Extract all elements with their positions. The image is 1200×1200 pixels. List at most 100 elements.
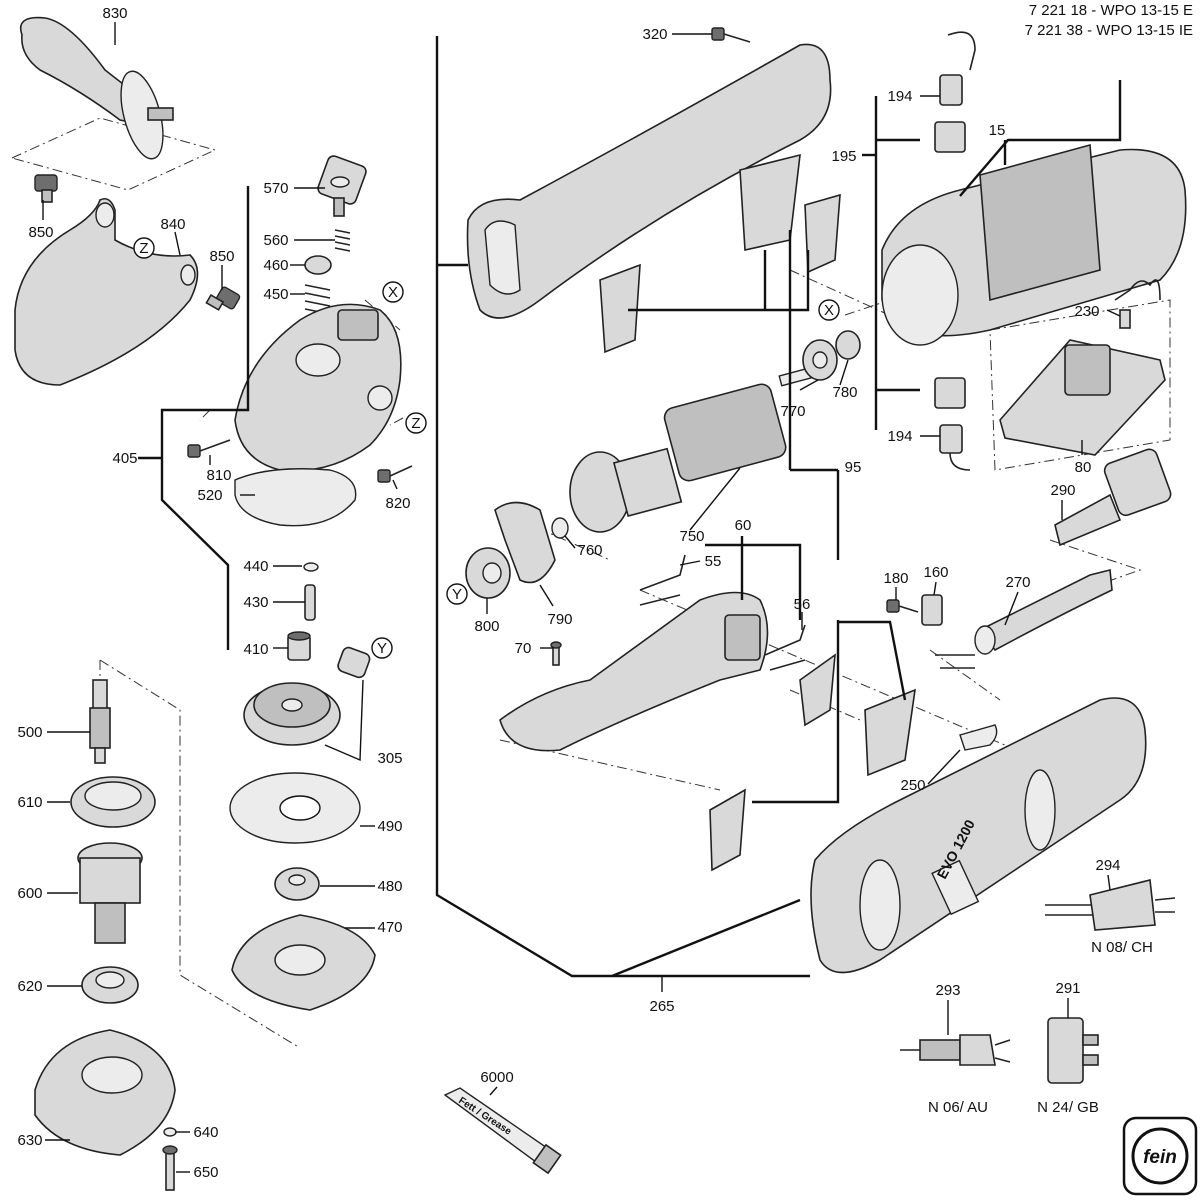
part-410-bushing <box>287 631 311 661</box>
label-56: 56 <box>794 596 811 613</box>
part-640-washer <box>163 1127 177 1137</box>
label-250: 250 <box>900 777 925 794</box>
label-230: 230 <box>1074 303 1099 320</box>
label-293: 293 <box>935 982 960 999</box>
part-160-clamp <box>921 594 943 626</box>
part-291-plug-gb <box>1047 1017 1099 1084</box>
part-760-ring <box>551 517 569 539</box>
label-320: 320 <box>642 26 667 43</box>
svg-text:Y: Y <box>377 640 387 657</box>
part-294-plug-ch <box>1045 879 1176 931</box>
part-850-screw-top <box>34 174 58 203</box>
label-560: 560 <box>263 232 288 249</box>
label-790: 790 <box>547 611 572 628</box>
label-194-upper: 194 <box>887 88 912 105</box>
label-305: 305 <box>377 750 402 767</box>
label-850-side: 850 <box>209 248 234 265</box>
part-480-bearing <box>274 867 320 901</box>
label-760: 760 <box>577 542 602 559</box>
label-640: 640 <box>193 1124 218 1141</box>
label-460: 460 <box>263 257 288 274</box>
part-180-screw <box>886 599 919 613</box>
label-630: 630 <box>17 1132 42 1149</box>
part-600-hub <box>77 842 143 944</box>
part-800-bearing <box>465 547 511 599</box>
model-number-line-1: 7 221 18 - WPO 13-15 E <box>1029 2 1193 19</box>
part-305-gear-set <box>243 646 371 746</box>
part-840-guard <box>14 197 199 386</box>
part-520-gasket <box>234 468 357 527</box>
label-95: 95 <box>845 459 862 476</box>
label-470: 470 <box>377 919 402 936</box>
label-15: 15 <box>989 122 1006 139</box>
part-270-cable-sleeve <box>935 568 1113 669</box>
part-440-ring <box>303 562 319 572</box>
svg-text:X: X <box>824 302 834 319</box>
label-610: 610 <box>17 794 42 811</box>
label-195: 195 <box>831 148 856 165</box>
label-450: 450 <box>263 286 288 303</box>
part-55-56-clips <box>639 554 806 671</box>
marker-y-bearing: Y <box>446 583 468 605</box>
group-bracket-lines <box>138 36 1122 978</box>
label-265: 265 <box>649 998 674 1015</box>
svg-text:X: X <box>388 284 398 301</box>
label-194-lower: 194 <box>887 428 912 445</box>
label-780: 780 <box>832 384 857 401</box>
part-610-seal <box>70 776 156 828</box>
label-770: 770 <box>780 403 805 420</box>
part-number-labels: 830 850 840 850 570 560 460 450 405 810 … <box>17 5 1120 1181</box>
label-270: 270 <box>1005 574 1030 591</box>
label-440: 440 <box>243 558 268 575</box>
label-294: 294 <box>1095 857 1120 874</box>
part-70-screw <box>550 641 562 666</box>
label-600: 600 <box>17 885 42 902</box>
label-820: 820 <box>385 495 410 512</box>
fein-logo-icon: fein <box>1122 1116 1198 1196</box>
leader-lines <box>42 22 1121 1173</box>
part-630-base-housing <box>34 1029 176 1156</box>
part-insert-plates <box>599 153 841 354</box>
part-500-spindle <box>89 679 111 764</box>
part-560-spring <box>334 229 351 252</box>
marker-x-gearhead: X <box>382 281 404 303</box>
label-430: 430 <box>243 594 268 611</box>
svg-text:Z: Z <box>411 415 420 432</box>
part-570-lock-button <box>317 155 367 217</box>
marker-z-guard: Z <box>133 237 155 259</box>
label-70: 70 <box>515 640 532 657</box>
part-armature <box>569 367 812 533</box>
plug-variant-au: N 06/ AU <box>928 1099 988 1116</box>
label-405: 405 <box>112 450 137 467</box>
label-490: 490 <box>377 818 402 835</box>
part-60-handle-frame <box>499 591 769 752</box>
label-650: 650 <box>193 1164 218 1181</box>
grease-tube-label: Fett / Grease <box>456 1095 513 1137</box>
part-850-screw-side <box>205 286 241 311</box>
model-number-line-2: 7 221 38 - WPO 13-15 IE <box>1025 22 1193 39</box>
label-810: 810 <box>206 467 231 484</box>
label-6000: 6000 <box>480 1069 513 1086</box>
label-410: 410 <box>243 641 268 658</box>
part-470-flange <box>231 914 376 1011</box>
label-290: 290 <box>1050 482 1075 499</box>
label-80: 80 <box>1075 459 1092 476</box>
label-570: 570 <box>263 180 288 197</box>
plug-variant-ch: N 08/ CH <box>1091 939 1153 956</box>
label-160: 160 <box>923 564 948 581</box>
part-320-screw <box>711 27 751 43</box>
plug-variant-gb: N 24/ GB <box>1037 1099 1099 1116</box>
label-840: 840 <box>160 216 185 233</box>
part-620-bearing <box>81 966 139 1004</box>
part-490-plate <box>229 772 361 844</box>
part-810-screw <box>187 439 231 458</box>
part-450-spring <box>304 284 331 315</box>
part-194-brush-upper <box>934 31 976 153</box>
label-480: 480 <box>377 878 402 895</box>
part-430-pin <box>304 584 316 621</box>
label-500: 500 <box>17 724 42 741</box>
part-770-780-bearings <box>802 330 861 381</box>
part-405-gear-housing <box>234 303 402 472</box>
label-180: 180 <box>883 570 908 587</box>
label-620: 620 <box>17 978 42 995</box>
